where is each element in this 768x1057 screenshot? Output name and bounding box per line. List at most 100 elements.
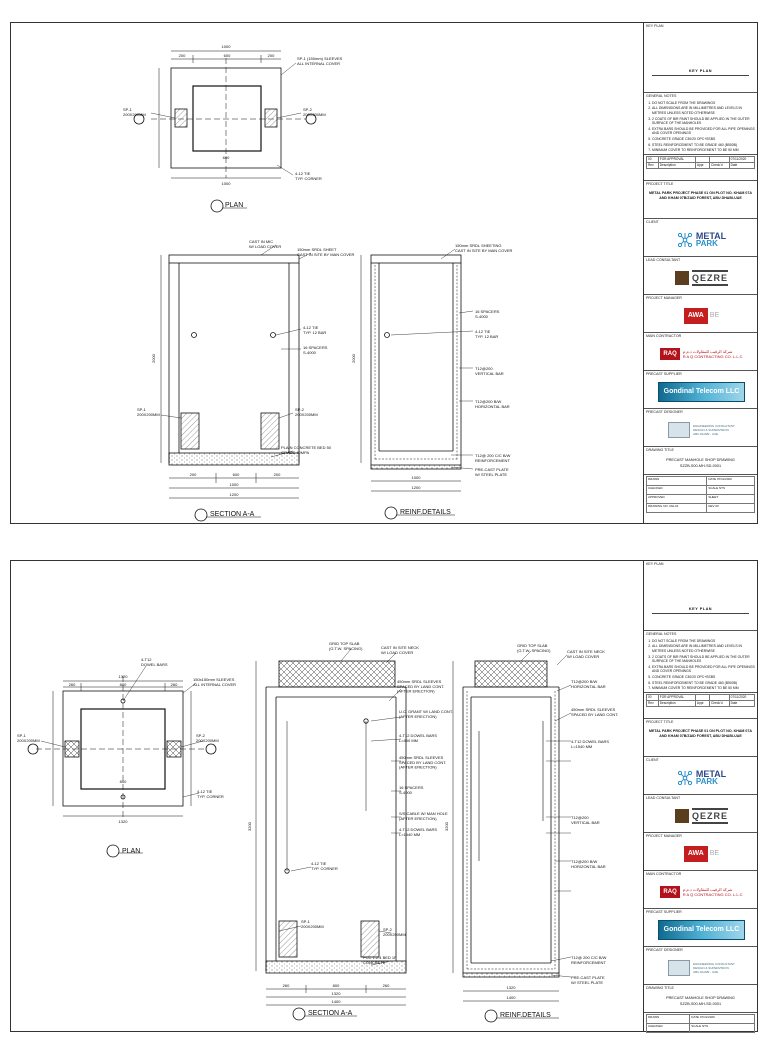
- qezre-mark-icon: [674, 808, 689, 823]
- meta-drawn: DRAWN: [645, 476, 708, 486]
- meta-checked: CHECKED: [645, 485, 708, 495]
- meta-date-label: DATE: [691, 1015, 700, 1019]
- reinf-view-1: [360, 248, 474, 520]
- note-item: EXTRA BARS SHOULD BE PROVIDED FOR ALL PI…: [652, 665, 755, 674]
- plan1-dim-top-b: 600: [224, 53, 231, 58]
- lead-consultant-name: QEZRE: [691, 807, 728, 825]
- meta-scale-label: SCALE: [691, 1024, 702, 1028]
- rev-col-appr: Appr.: [694, 700, 711, 707]
- main-contractor-label: MAIN CONTRACTOR: [646, 334, 682, 338]
- sec2-callout-f: S/S CABLE W/ MAN HOLE(AFTER ERECTION): [399, 811, 448, 821]
- qezre-logo: QEZRE: [674, 807, 728, 825]
- plan-view-1: [133, 50, 317, 213]
- project-title: METAL PARK PROJECT PHASE 01 ON PLOT NO. …: [648, 728, 753, 738]
- sec1-dim-b: 600: [233, 472, 240, 477]
- drawing-title-2: SZZB-S00-MH-SD-0001: [679, 463, 722, 468]
- note-item: STEEL REINFORCEMENT TO BE GRADE 460 (B50…: [652, 143, 755, 148]
- designer-line: DESIGN & SUPERVISION: [693, 427, 729, 432]
- metal-park-mark-icon: [677, 232, 692, 248]
- drawing-title-1: PRECAST MANHOLE SHOP DRAWING: [666, 995, 735, 1000]
- meta-rev: 00: [715, 504, 719, 508]
- client-name-2: PARK: [695, 239, 718, 249]
- key-plan-label: KEY PLAN: [646, 562, 664, 566]
- sec2-dim-total: 1320: [332, 991, 342, 996]
- project-title-label: PROJECT TITLE: [646, 182, 674, 186]
- project-title-cell: PROJECT TITLE METAL PARK PROJECT PHASE 0…: [644, 719, 757, 757]
- precast-supplier-cell: PRECAST SUPPLIER Gondinal Telecom LLC: [644, 909, 757, 947]
- plan1-dim-top-total: 1000: [222, 44, 232, 49]
- project-title: METAL PARK PROJECT PHASE 01 ON PLOT NO. …: [648, 190, 753, 200]
- project-manager-name-2: BE: [709, 312, 720, 320]
- note-item: CONCRETE GRADE C30/20 OPC+SSBS: [652, 675, 755, 680]
- drawing-title-label: DRAWING TITLE: [646, 986, 674, 990]
- note-item: STEEL REINFORCEMENT TO BE GRADE 460 (B50…: [652, 681, 755, 686]
- project-manager-name-1: AWA: [683, 308, 708, 324]
- designer-line: ABU DHABI - UAE: [693, 970, 719, 975]
- plan2-dim-inner: 800: [120, 779, 127, 784]
- client-name-1: METAL: [695, 769, 727, 780]
- lead-consultant-label: LEAD CONSULTANT: [646, 796, 681, 800]
- lead-consultant-cell: LEAD CONSULTANT QEZRE: [644, 257, 757, 295]
- meta-drawing-no: MH-01: [669, 504, 679, 508]
- meta-scale-label: SCALE: [708, 486, 719, 490]
- rev-col-appr: Appr.: [694, 162, 711, 169]
- reinf1-dim-height: 2000: [351, 353, 356, 363]
- precast-supplier-cell: PRECAST SUPPLIER Gondinal Telecom LLC: [644, 371, 757, 409]
- plan2-dim-bottom: 1320: [119, 819, 129, 824]
- plan1-dim-inner: 600: [223, 155, 230, 160]
- plan2-dim-top-c: 260: [171, 682, 178, 687]
- general-notes-cell: GENERAL NOTES DO NOT SCALE FROM THE DRAW…: [644, 93, 757, 155]
- plan2-dim-top-total: 1320: [119, 674, 129, 679]
- qezre-mark-icon: [674, 270, 689, 285]
- sec1-dim-total: 1000: [230, 482, 240, 487]
- rev-col-date: Date: [728, 162, 756, 169]
- title-block-2: KEY PLAN KEY PLAN GENERAL NOTES DO NOT S…: [643, 561, 757, 1033]
- main-contractor-label: MAIN CONTRACTOR: [646, 872, 682, 876]
- note-item: 2 COATS OF BIR PAINT SHOULD BE APPLIED I…: [652, 655, 755, 664]
- sec2-dim-total2: 1400: [332, 999, 342, 1004]
- main-contractor-en: R A Q CONTRACTING CO. L.L.C: [682, 354, 743, 359]
- section-view-1: [160, 244, 312, 522]
- key-plan-underline: [652, 613, 749, 614]
- meta-checked: CHECKED: [645, 1023, 691, 1033]
- meta-scale: NTS: [719, 486, 725, 490]
- project-manager-name-1: AWA: [683, 846, 708, 862]
- general-notes-cell: GENERAL NOTES DO NOT SCALE FROM THE DRAW…: [644, 631, 757, 693]
- drawing-title-1: PRECAST MANHOLE SHOP DRAWING: [666, 457, 735, 462]
- main-contractor-ar: شركة الرقيب للمقاولات ذ.م.م: [682, 348, 733, 354]
- sec1-title: SECTION A-A: [210, 511, 255, 518]
- key-plan-title: KEY PLAN: [688, 69, 713, 73]
- designer-line: ABU DHABI - UAE: [693, 432, 719, 437]
